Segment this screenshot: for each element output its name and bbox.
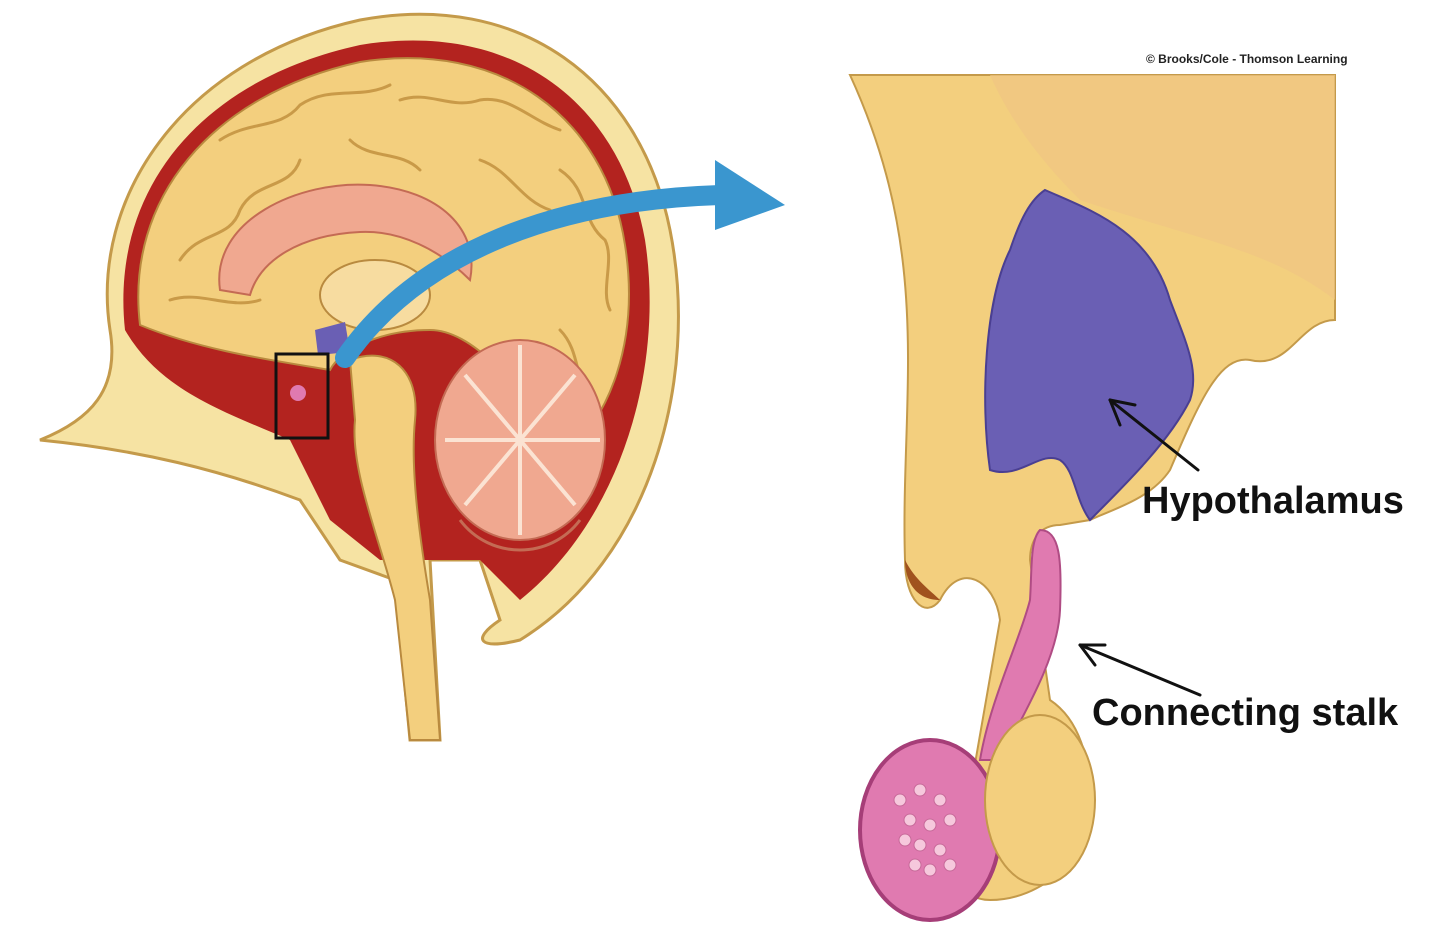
tissue-shading	[990, 75, 1335, 300]
brain-sagittal-illustration	[39, 12, 680, 742]
infundibulum-tip	[905, 560, 940, 600]
pituitary-gland	[858, 738, 1002, 922]
cerebellum	[434, 339, 606, 552]
hypothalamus-label: Hypothalamus	[1142, 480, 1404, 522]
zoom-arrow-icon	[335, 160, 785, 368]
enlarged-hypothalamus-illustration	[848, 74, 1336, 922]
focus-box-icon	[274, 352, 330, 440]
pointer-lines	[1078, 398, 1202, 697]
posterior-lobe	[984, 714, 1096, 886]
brainstem	[348, 354, 442, 741]
pituitary-small	[290, 385, 306, 401]
corpus-callosum	[218, 183, 473, 297]
hypothalamus	[984, 188, 1195, 522]
copyright-credit: © Brooks/Cole - Thomson Learning	[1146, 52, 1348, 66]
connecting-stalk-label: Connecting stalk	[1092, 692, 1399, 734]
